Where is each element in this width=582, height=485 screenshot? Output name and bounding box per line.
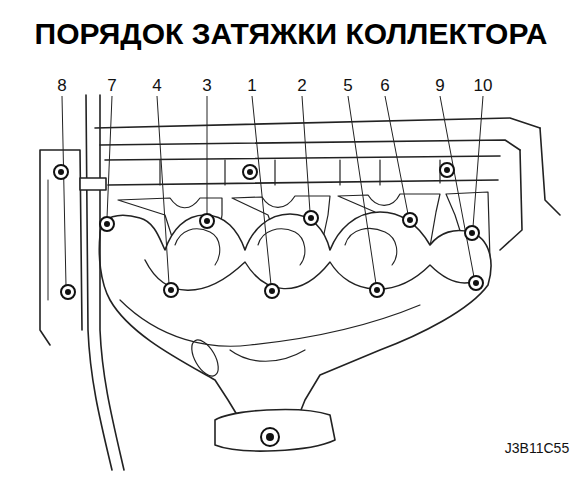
block-side (40, 150, 82, 345)
bolts (54, 163, 483, 446)
tube-clip (80, 178, 106, 190)
callout-number: 6 (378, 77, 391, 94)
runner-edge (120, 300, 420, 346)
casting-mark (186, 336, 223, 381)
leader-lines (62, 96, 483, 286)
port (175, 229, 220, 265)
head-edge (100, 140, 520, 150)
callout-number: 9 (433, 77, 446, 94)
dipstick-tube (100, 95, 124, 470)
block-side (48, 180, 49, 300)
head-edge (500, 128, 560, 250)
dipstick-tube (86, 95, 112, 470)
callout-number: 1 (245, 77, 258, 94)
figure-code: J3B11C55 (503, 441, 571, 455)
runner-edge (145, 260, 472, 290)
head-edge (95, 118, 540, 128)
callout-number: 7 (105, 77, 118, 94)
title: ПОРЯДОК ЗАТЯЖКИ КОЛЛЕКТОРА (35, 19, 548, 49)
exhaust-manifold (99, 212, 491, 428)
callout-number: 10 (472, 77, 495, 94)
head-edge (105, 156, 500, 160)
callout-number: 2 (295, 77, 308, 94)
outlet-flange (215, 410, 335, 451)
runner-edge (230, 350, 305, 361)
port (258, 229, 305, 265)
callout-number: 4 (150, 77, 163, 94)
callout-number: 3 (200, 77, 213, 94)
callout-number: 8 (55, 77, 68, 94)
callout-number: 5 (341, 77, 354, 94)
